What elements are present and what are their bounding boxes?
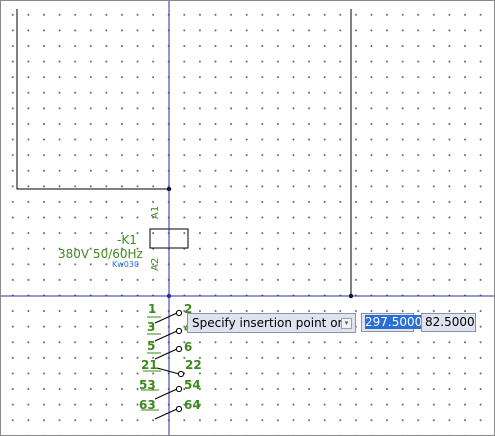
contact-pin-right: 64	[184, 398, 201, 412]
contact-pin-left: 5	[147, 339, 156, 353]
contact-pin-right: 6	[184, 340, 193, 354]
cursor-point	[166, 293, 172, 299]
contact-pin-left: 3	[147, 320, 156, 334]
x-coordinate-value: 297.5000	[365, 315, 423, 329]
command-prompt-tooltip: Specify insertion point or ▾	[187, 313, 356, 333]
contact-pin-left: 53	[139, 378, 156, 392]
contact-pin-left: 63	[139, 398, 156, 412]
y-coordinate-input[interactable]: 82.5000	[421, 313, 476, 332]
pin-underlines	[141, 316, 161, 411]
relay-reference: Kw030	[112, 260, 140, 269]
relay-name: -K1	[117, 233, 137, 247]
y-coordinate-value: 82.5000	[425, 315, 475, 329]
contact-pin-left: 1	[148, 302, 157, 316]
contact-pin-right: 22	[185, 358, 202, 372]
contact-pin-left: 21	[141, 358, 158, 372]
prompt-options-icon[interactable]: ▾	[341, 318, 352, 329]
contact-symbols	[154, 309, 185, 420]
contact-pin-right: 2	[184, 302, 193, 316]
relay-voltage: 380V 50/60Hz	[58, 247, 143, 261]
contact-pin-right: 54	[184, 378, 201, 392]
wire-left	[16, 9, 169, 190]
coil-pin-a2: A2	[150, 257, 161, 271]
coil-pin-a1: A1	[150, 205, 161, 219]
prompt-text: Specify insertion point or	[192, 316, 343, 330]
x-coordinate-input[interactable]: 297.5000	[361, 313, 423, 332]
